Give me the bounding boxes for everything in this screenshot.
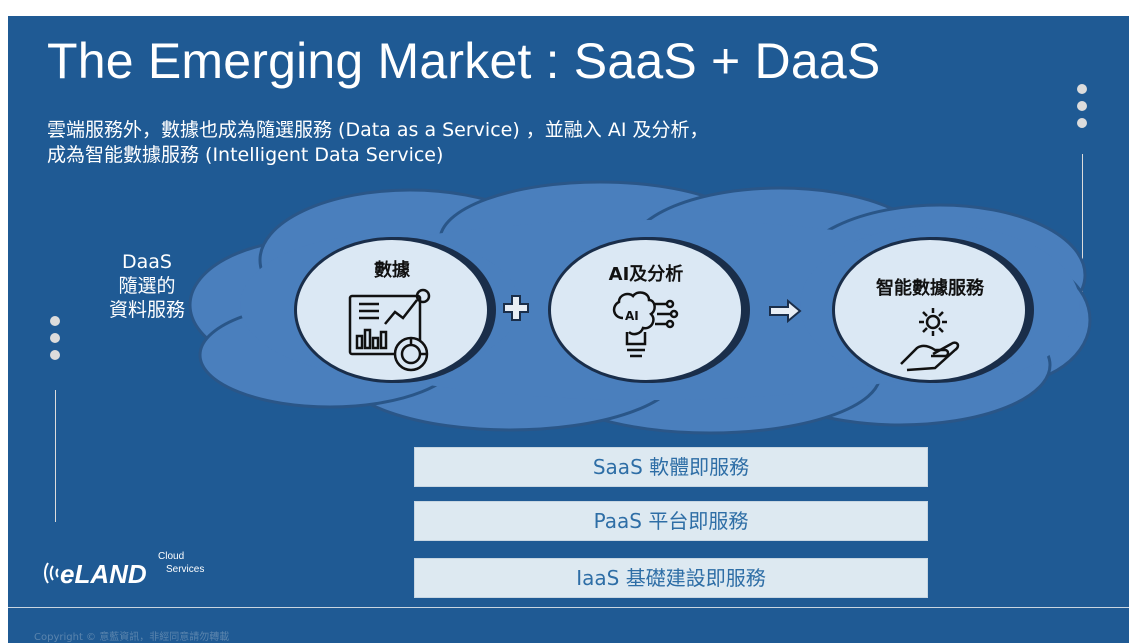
eland-cloud-services-logo: eLAND Cloud Services: [44, 551, 204, 589]
decor-dot-left-2: [50, 333, 60, 343]
svg-text:eLAND: eLAND: [60, 559, 147, 589]
copyright-text: Copyright © 意藍資訊，非經同意請勿轉載: [34, 632, 230, 643]
data-circle: 數據: [294, 237, 490, 383]
subtitle-line-2: 成為智能數據服務 (Intelligent Data Service): [47, 144, 444, 166]
plus-icon: [503, 295, 529, 321]
decor-dot-right-3: [1077, 118, 1087, 128]
decor-dot-left-3: [50, 350, 60, 360]
gear-hand-icon: [900, 308, 960, 372]
decor-dot-right-1: [1077, 84, 1087, 94]
ai-brain-bulb-icon: AI: [612, 291, 679, 358]
svg-text:AI: AI: [625, 309, 639, 323]
daas-label-line-1: DaaS: [122, 251, 172, 273]
daas-side-label: DaaS 隨選的 資料服務: [72, 250, 222, 322]
slide-title: The Emerging Market : SaaS + DaaS: [47, 33, 881, 89]
subtitle-line-1: 雲端服務外，數據也成為隨選服務 (Data as a Service) ，並融入…: [47, 119, 709, 141]
decor-dot-left-1: [50, 316, 60, 326]
footer-divider: [8, 607, 1129, 608]
iaas-layer: IaaS 基礎建設即服務: [414, 558, 928, 598]
svg-text:Cloud: Cloud: [158, 551, 184, 562]
daas-label-line-3: 資料服務: [108, 299, 185, 321]
decor-dot-right-2: [1077, 101, 1087, 111]
ai-analysis-circle: AI及分析 AI: [548, 237, 744, 383]
decor-line-right: [1082, 154, 1083, 292]
data-dashboard-icon: [348, 288, 431, 372]
data-circle-label: 數據: [374, 260, 410, 281]
intelligent-data-service-label: 智能數據服務: [876, 278, 984, 299]
slide-subtitle: 雲端服務外，數據也成為隨選服務 (Data as a Service) ，並融入…: [47, 118, 947, 168]
svg-text:Services: Services: [166, 564, 204, 575]
paas-layer: PaaS 平台即服務: [414, 501, 928, 541]
decor-line-left: [55, 390, 56, 522]
ai-circle-label: AI及分析: [608, 264, 684, 285]
saas-layer: SaaS 軟體即服務: [414, 447, 928, 487]
intelligent-data-service-circle: 智能數據服務: [832, 237, 1028, 383]
arrow-right-icon: [769, 299, 802, 323]
daas-label-line-2: 隨選的: [118, 275, 176, 297]
